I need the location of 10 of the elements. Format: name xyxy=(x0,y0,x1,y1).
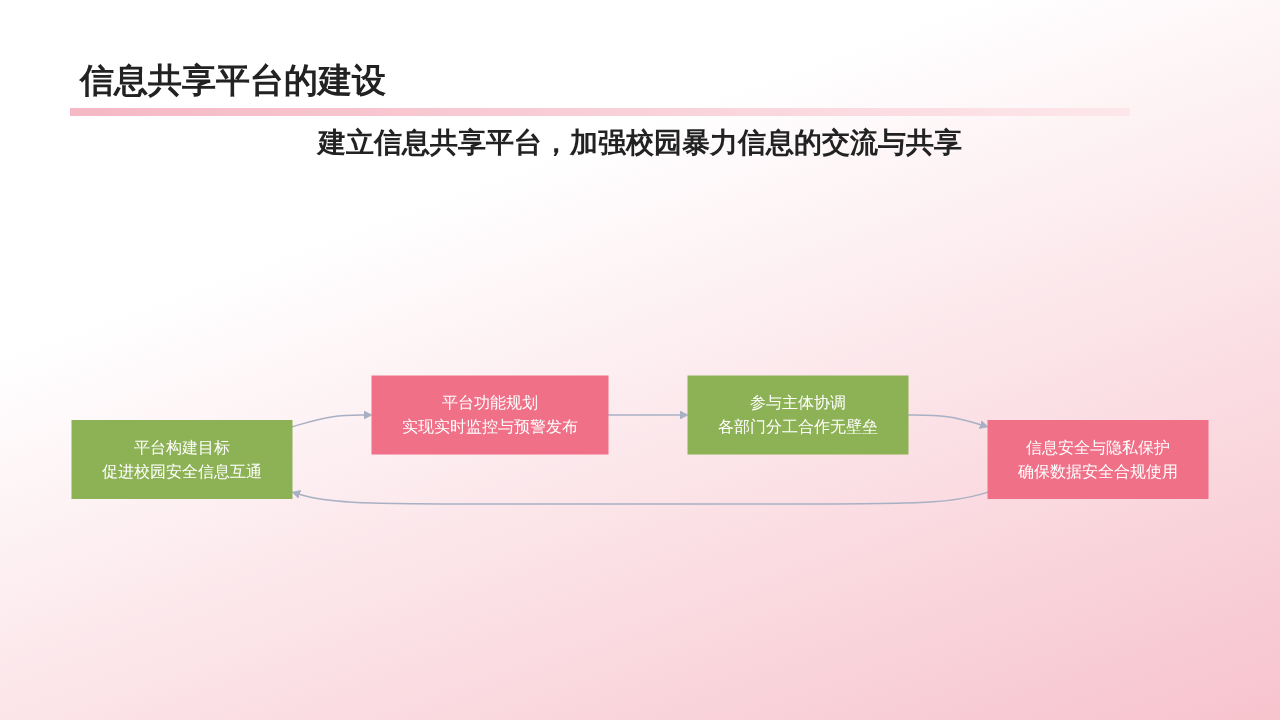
node-box: 信息安全与隐私保护 确保数据安全合规使用 xyxy=(987,420,1209,499)
node-box: 平台构建目标 促进校园安全信息互通 xyxy=(71,420,293,499)
arrow xyxy=(291,490,989,505)
arrow xyxy=(291,410,373,428)
node-box: 参与主体协调 各部门分工合作无壁垒 xyxy=(687,375,909,455)
node-box: 平台功能规划 实现实时监控与预警发布 xyxy=(371,375,609,455)
slide-title: 信息共享平台的建设 xyxy=(80,59,386,102)
arrow xyxy=(607,410,689,420)
subtitle: 建立信息共享平台，加强校园暴力信息的交流与共享 xyxy=(315,125,963,161)
arrow xyxy=(907,414,989,429)
